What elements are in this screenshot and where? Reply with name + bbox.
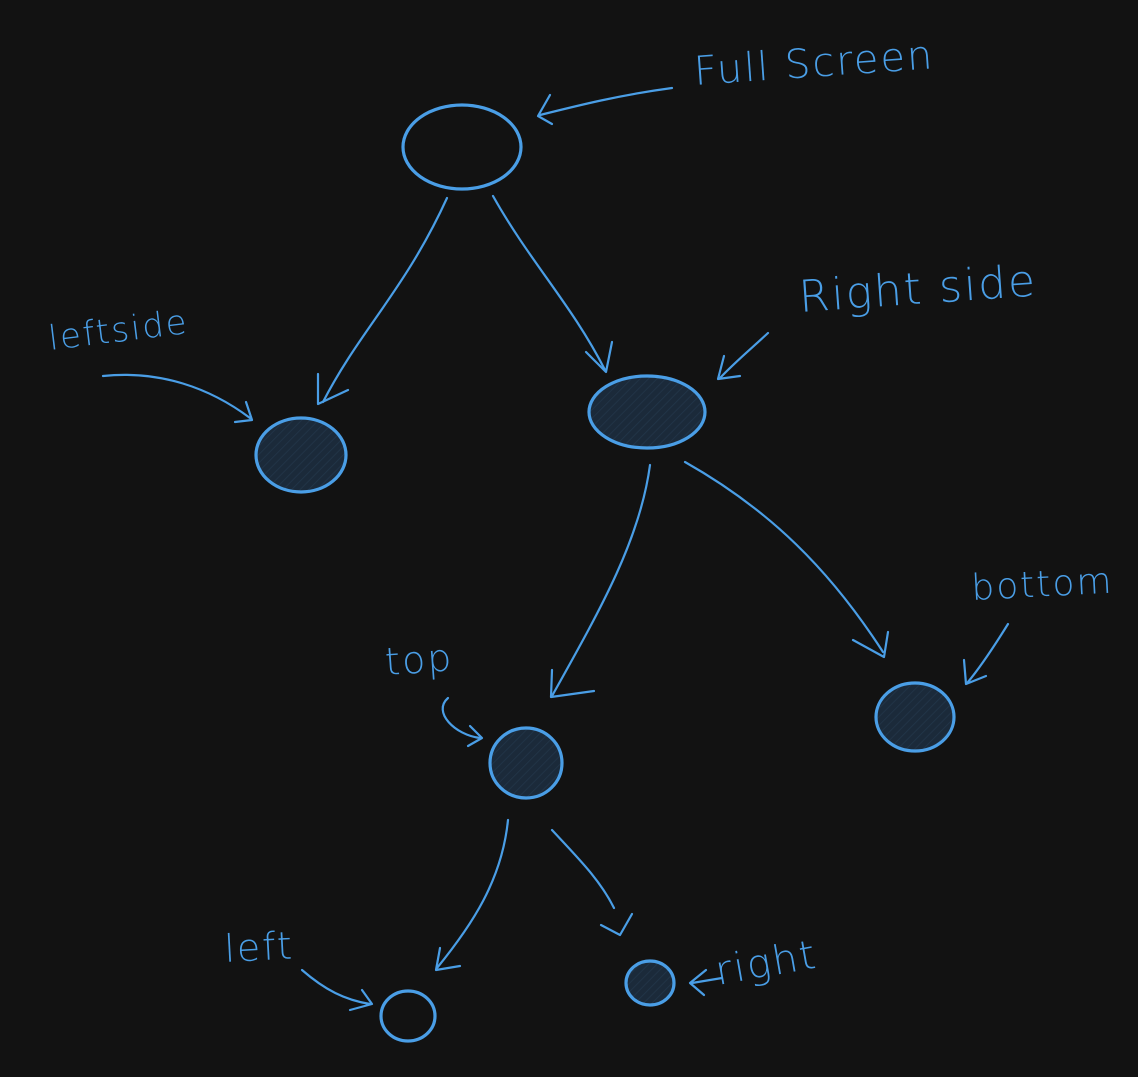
edge-root-to-leftside (321, 196, 449, 404)
full-screen-label: Full Screen (692, 32, 935, 95)
node-full-screen (401, 103, 523, 191)
edge-top-to-left (435, 818, 510, 970)
edge-root-to-rightside (491, 194, 607, 372)
edge-rightside-to-bottom (683, 460, 885, 654)
leftside-pointer-arrowhead (233, 400, 254, 424)
bottom-pointer (966, 622, 1010, 684)
label-pointers (101, 86, 1010, 1012)
edge-rightside-to-top-arrowhead (549, 668, 596, 699)
node-right-side (587, 374, 707, 450)
edge-rightside-to-top (550, 463, 652, 698)
full-screen-pointer-arrowhead (536, 93, 554, 126)
right-side-label: Right side (797, 255, 1038, 323)
leftside-label: leftside (46, 302, 191, 359)
node-top (488, 726, 564, 800)
full-screen-pointer (538, 86, 674, 117)
bottom-label: bottom (970, 561, 1114, 609)
node-bottom (874, 681, 956, 753)
node-labels: Full Screen leftside Right side top bott… (46, 32, 1114, 995)
right-label: right (712, 932, 821, 995)
left-pointer (300, 968, 372, 1006)
top-label: top (384, 635, 455, 684)
tree-nodes (254, 103, 956, 1043)
edge-top-to-right-arrowhead (599, 912, 634, 937)
right-pointer (690, 976, 724, 985)
top-pointer-arrowhead (466, 724, 484, 748)
node-left-side (254, 416, 348, 494)
edge-top-to-left-arrowhead (434, 946, 462, 972)
right-pointer-arrowhead (688, 968, 708, 997)
edge-root-to-rightside-arrowhead (584, 340, 614, 374)
right-side-pointer (718, 331, 770, 380)
left-pointer-arrowhead (348, 988, 374, 1012)
tree-edges (316, 194, 890, 972)
edge-root-to-leftside-arrowhead (316, 372, 350, 406)
top-pointer (441, 696, 482, 740)
right-side-pointer-arrowhead (716, 354, 742, 381)
bottom-pointer-arrowhead (962, 658, 988, 686)
edge-top-to-right (550, 828, 616, 910)
edge-rightside-to-bottom-arrowhead (851, 630, 890, 659)
left-label: left (223, 923, 295, 971)
node-right (624, 959, 676, 1007)
leftside-pointer (101, 373, 252, 420)
node-left (379, 989, 437, 1043)
